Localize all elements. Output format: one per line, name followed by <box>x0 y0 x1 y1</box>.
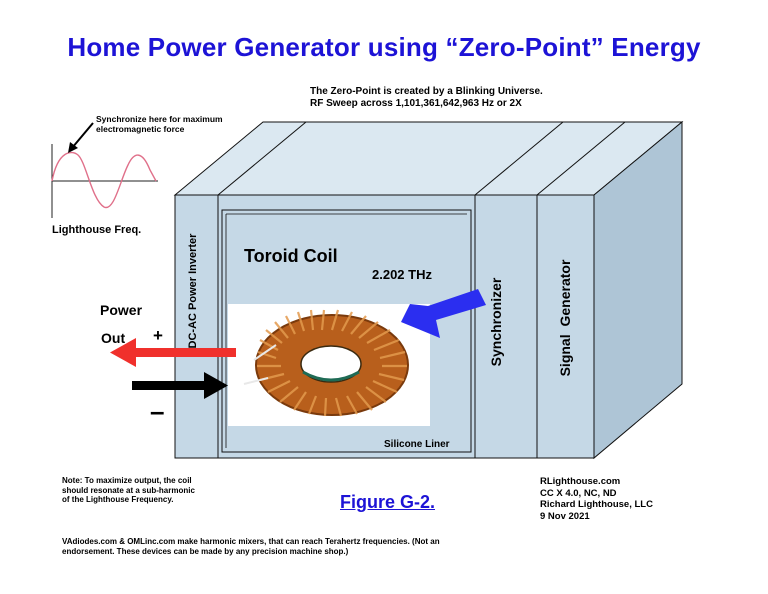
silicone-liner-label: Silicone Liner <box>384 439 450 450</box>
credits-line-3: Richard Lighthouse, LLC <box>540 499 653 510</box>
footer-text: VAdiodes.com & OMLinc.com make harmonic … <box>62 537 522 556</box>
sync-note: Synchronize here for maximum electromagn… <box>96 114 223 134</box>
footer-line-1: VAdiodes.com & OMLinc.com make harmonic … <box>62 537 440 546</box>
figure-label: Figure G-2. <box>340 492 436 512</box>
note-line-2: should resonate at a sub-harmonic <box>62 485 195 495</box>
lighthouse-freq-label: Lighthouse Freq. <box>52 224 142 236</box>
toroid-coil-icon <box>243 309 409 417</box>
zero-point-line-1: The Zero-Point is created by a Blinking … <box>310 86 543 97</box>
synchronizer-label: Synchronizer <box>488 277 504 367</box>
box-top-face <box>173 121 684 196</box>
sync-note-line-1: Synchronize here for maximum <box>96 114 223 124</box>
silicone-liner-frame <box>221 209 472 453</box>
credits-line-2: CC X 4.0, NC, ND <box>540 487 617 499</box>
toroid-coil-label: Toroid Coil <box>244 246 338 266</box>
note-line-1: Note: To maximize output, the coil <box>62 476 192 485</box>
lighthouse-wave-graph <box>51 144 158 218</box>
signal-generator-label: Signal Generator <box>557 259 573 377</box>
power-label: Power <box>100 302 143 318</box>
credits: RLighthouse.com CC X 4.0, NC, ND Richard… <box>540 476 653 522</box>
synchronizer-arrow <box>401 289 486 338</box>
note-text: Note: To maximize output, the coil shoul… <box>62 476 242 505</box>
note-line-3: of the Lighthouse Frequency. <box>62 495 174 504</box>
input-arrow <box>132 372 228 399</box>
credits-line-1: RLighthouse.com <box>540 476 621 487</box>
sync-note-line-2: electromagnetic force <box>96 124 185 134</box>
frequency-label: 2.202 THz <box>372 267 432 282</box>
power-out-arrow <box>110 338 236 367</box>
plus-sign: + <box>153 326 163 345</box>
zero-point-caption: The Zero-Point is created by a Blinking … <box>310 86 543 110</box>
page-title: Home Power Generator using “Zero-Point” … <box>67 32 701 62</box>
out-label: Out <box>101 330 126 346</box>
minus-sign: – <box>150 396 165 426</box>
footer-line-2: endorsement. These devices can be made b… <box>62 546 349 556</box>
credits-line-4: 9 Nov 2021 <box>540 510 590 522</box>
dcac-inverter-label: DC-AC Power Inverter <box>187 233 199 349</box>
zero-point-line-2: RF Sweep across 1,101,361,642,963 Hz or … <box>310 98 522 109</box>
sync-pointer-arrow <box>68 122 94 153</box>
